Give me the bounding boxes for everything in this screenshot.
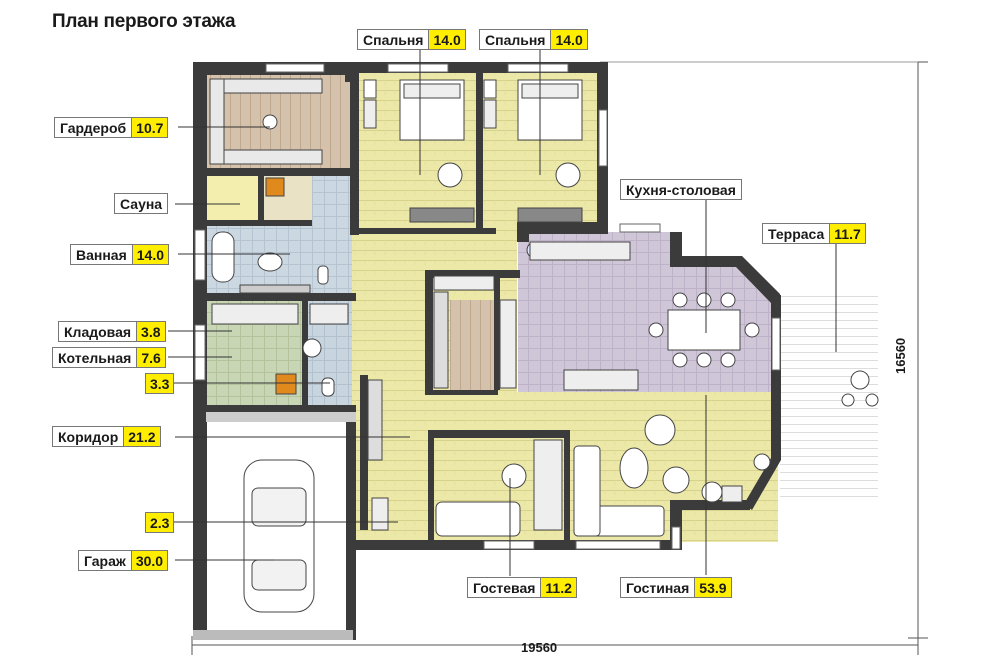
terrace-chair-icon <box>850 370 870 390</box>
dimension-lines <box>191 61 928 655</box>
plant-icon <box>753 453 771 471</box>
room-label-kitchen: Кухня-столовая <box>620 179 742 200</box>
bathtub-icon <box>211 231 235 283</box>
armchair-icon <box>501 463 527 489</box>
armchair-icon <box>555 162 581 188</box>
dining-table-icon <box>667 309 741 351</box>
sink-icon <box>257 252 283 272</box>
toilet-icon <box>317 265 329 285</box>
boiler-icon <box>275 373 297 395</box>
coffee-table-icon <box>619 447 649 489</box>
page-title: План первого этажа <box>52 11 236 32</box>
living-bay-floor <box>678 392 780 505</box>
leader-lines <box>168 50 837 576</box>
dimension-depth: 16560 <box>893 337 908 374</box>
sofa-bed-icon <box>435 501 521 537</box>
stair-storage-floor <box>450 300 496 390</box>
armchair-icon <box>662 466 690 494</box>
kitchen-floor <box>518 232 775 392</box>
armchair-icon <box>437 162 463 188</box>
windows <box>194 63 781 550</box>
room-label-sauna: Сауна <box>114 193 169 214</box>
toilet-icon <box>321 377 335 397</box>
room-label-vestibule: 2.3 <box>145 512 175 533</box>
furniture <box>209 78 879 613</box>
plant-icon <box>701 481 723 503</box>
person-icon <box>262 114 278 130</box>
sauna-stove-icon <box>265 177 285 197</box>
terrace-floor <box>780 290 878 500</box>
room-label-wc: 3.3 <box>145 373 175 394</box>
armchair-icon <box>644 414 676 446</box>
dimension-width: 19560 <box>521 640 558 655</box>
